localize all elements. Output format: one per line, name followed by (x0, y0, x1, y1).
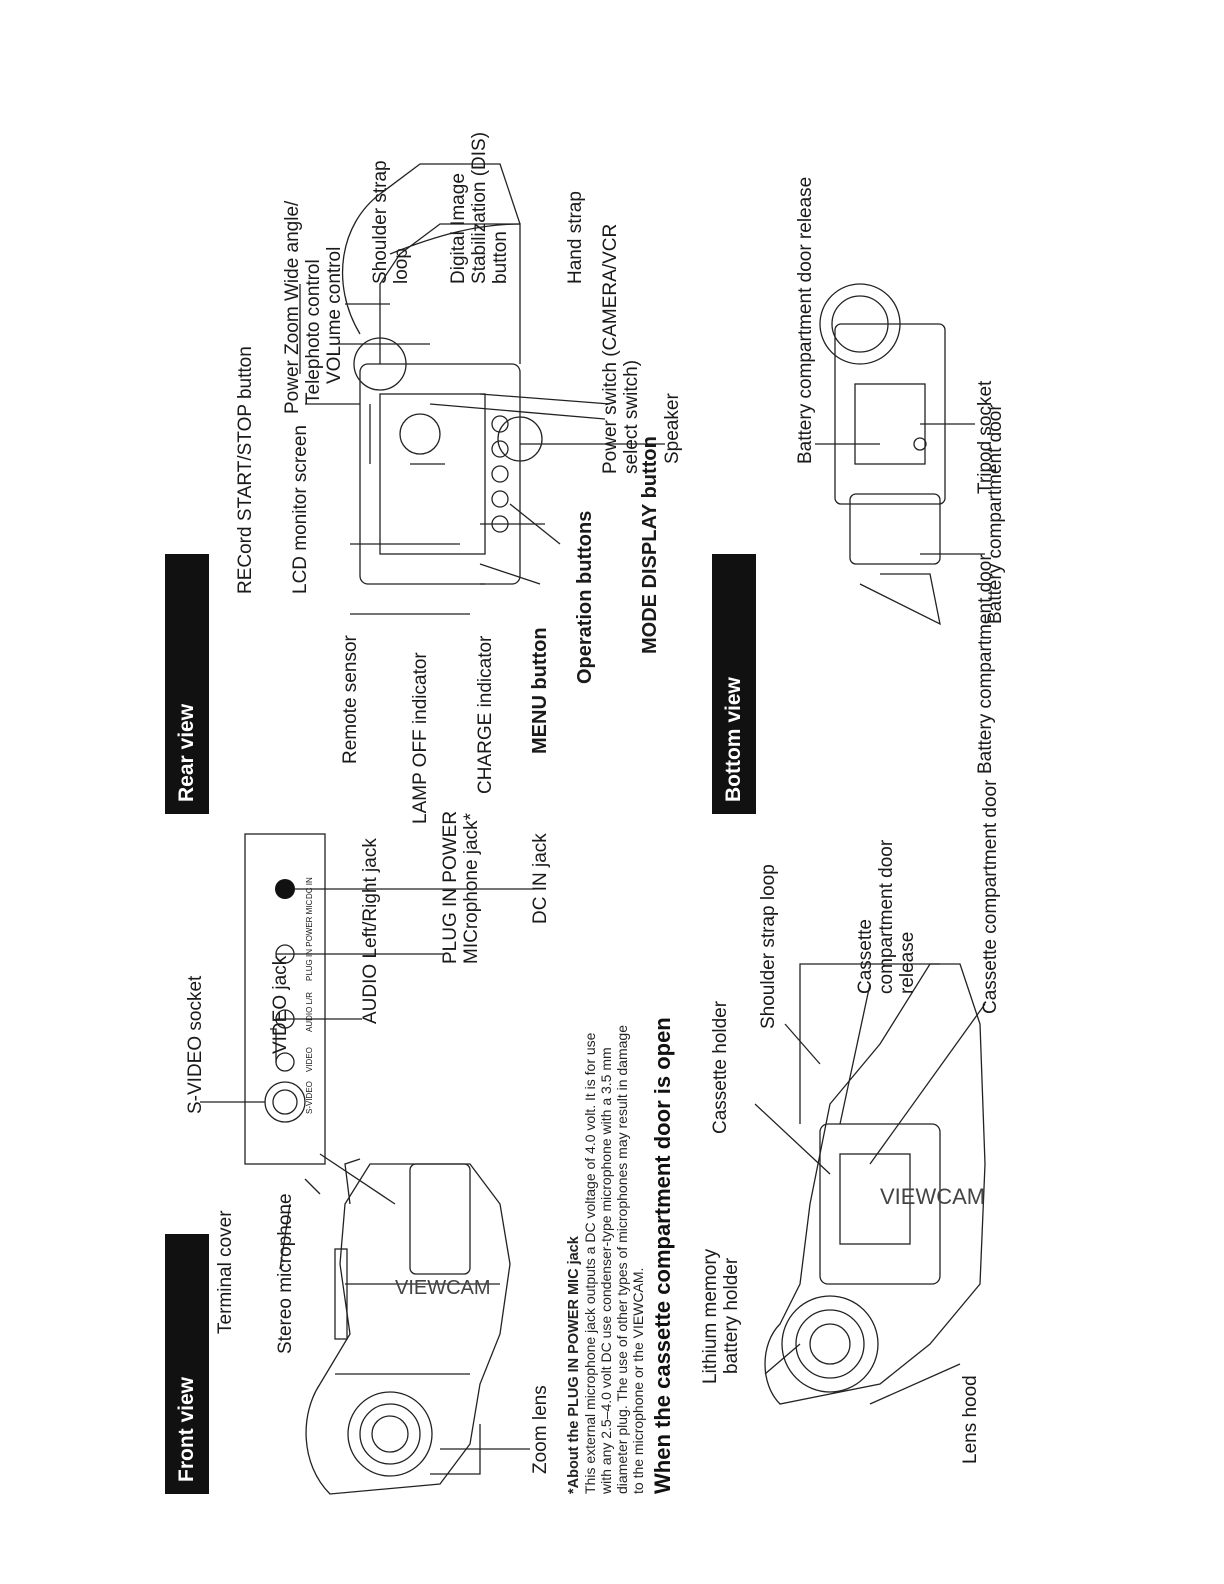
label-lithium-2: battery holder (721, 1257, 742, 1374)
label-door-release-3: release (897, 931, 918, 994)
note-title: *About the PLUG IN POWER MIC jack (566, 1236, 582, 1494)
label-mode-display: MODE DISPLAY button (639, 436, 661, 654)
front-camera-drawing: VIEWCAM (305, 1158, 511, 1495)
panel-s-video: S-VIDEO (305, 1081, 314, 1114)
label-power-switch-2: select switch) (621, 359, 642, 474)
label-dc-in-jack: DC IN jack (530, 833, 551, 924)
bottom-leaders (815, 423, 985, 555)
rear-leaders (299, 284, 665, 615)
label-audio-jack: AUDIO Left/Right jack (360, 838, 381, 1024)
panel-audio: AUDIO L/R (305, 991, 314, 1032)
label-lithium-1: Lithium memory (700, 1248, 721, 1384)
label-lens-hood: Lens hood (960, 1375, 981, 1464)
label-operation-buttons: Operation buttons (574, 510, 596, 684)
label-power-zoom-2: Telephoto control (303, 259, 324, 404)
label-speaker: Speaker (662, 393, 683, 464)
label-plug-in-power-2: MICrophone jack* (461, 812, 482, 964)
label-door-release-1: Cassette (855, 919, 876, 994)
label-lamp-off: LAMP OFF indicator (410, 652, 431, 824)
rear-camera-drawing (342, 163, 543, 585)
bottom-camera-drawing (819, 283, 946, 626)
bottom-view-header: Bottom view (712, 554, 756, 814)
label-power-zoom-1: Power Zoom Wide angle/ (282, 200, 303, 414)
label-dis-1: Digital Image (448, 173, 469, 284)
label-plug-in-power-1: PLUG IN POWER (440, 810, 461, 964)
label-battery-door-b: Battery compartment door (975, 554, 996, 774)
plug-in-power-note: *About the PLUG IN POWER MIC jack This e… (565, 1024, 646, 1494)
cassette-section-title: When the cassette compartment door is op… (650, 1017, 675, 1494)
cassette-leaders (754, 983, 986, 1405)
label-video-jack: VIDEO jack (270, 955, 291, 1054)
panel-video: VIDEO (305, 1047, 314, 1072)
label-terminal-cover: Terminal cover (215, 1210, 236, 1334)
panel-dc-in: DC IN (305, 877, 314, 899)
label-door-release-2: compartment door (876, 839, 897, 994)
label-stereo-microphone: Stereo microphone (275, 1193, 296, 1354)
label-s-video-socket: S-VIDEO socket (185, 975, 206, 1114)
svg-text:VIEWCAM: VIEWCAM (880, 1184, 985, 1209)
label-power-zoom-3: VOLume control (324, 246, 345, 384)
front-view-header: Front view (165, 1234, 209, 1494)
cassette-camera-drawing: VIEWCAM (764, 963, 986, 1405)
label-hand-strap: Hand strap (565, 191, 586, 284)
label-cassette-door: Cassette compartment door (980, 779, 1001, 1014)
label-charge: CHARGE indicator (475, 635, 496, 794)
label-record-button: RECord START/STOP button (235, 346, 256, 594)
label-cassette-holder: Cassette holder (710, 1000, 731, 1134)
label-battery-release: Battery compartment door release (795, 176, 816, 464)
label-menu-button: MENU button (529, 627, 551, 754)
panel-plug: PLUG IN POWER MIC (305, 899, 314, 981)
label-zoom-lens: Zoom lens (530, 1385, 551, 1474)
front-leaders (200, 888, 535, 1450)
label-lcd-monitor: LCD monitor screen (290, 425, 311, 594)
label-remote-sensor: Remote sensor (340, 635, 361, 764)
label-dis-2: Stabilization (DIS) (469, 131, 490, 284)
svg-text:VIEWCAM: VIEWCAM (395, 1277, 491, 1299)
note-body: This external microphone jack outputs a … (582, 1025, 646, 1494)
label-dis-3: button (490, 231, 511, 284)
label-shoulder-strap-2: loop (391, 248, 412, 284)
rear-view-header: Rear view (165, 554, 209, 814)
label-shoulder-strap-1: Shoulder strap (370, 160, 391, 284)
label-shoulder-strap-loop-front: Shoulder strap loop (758, 864, 779, 1029)
label-power-switch-1: Power switch (CAMERA/VCR (600, 223, 621, 474)
